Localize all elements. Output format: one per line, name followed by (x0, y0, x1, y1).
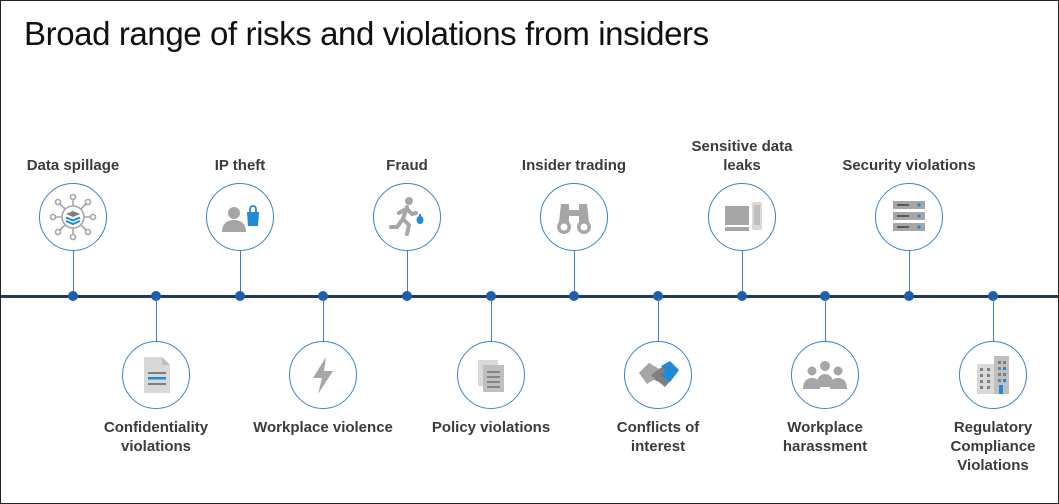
item-label: IP theft (214, 157, 266, 174)
binoculars-icon (540, 183, 608, 251)
connector (909, 251, 910, 293)
connector (73, 251, 74, 293)
timeline-dot (820, 291, 830, 301)
timeline-dot (151, 291, 161, 301)
item-label: Security violations (842, 157, 976, 174)
timeline-dot (569, 291, 579, 301)
connector (993, 298, 994, 343)
timeline-dot (68, 291, 78, 301)
timeline-dot (653, 291, 663, 301)
timeline-dot (402, 291, 412, 301)
item-label: Sensitive data leaks (691, 138, 793, 174)
item-label: Conflicts of interest (616, 419, 700, 455)
devices-icon (708, 183, 776, 251)
connector (574, 251, 575, 293)
connector (407, 251, 408, 293)
connector (491, 298, 492, 343)
buildings-icon (959, 341, 1027, 409)
group-icon (791, 341, 859, 409)
lightning-icon (289, 341, 357, 409)
item-label: Regulatory Compliance Violations (950, 419, 1036, 474)
diagram-title: Broad range of risks and violations from… (24, 15, 709, 52)
connector (156, 298, 157, 343)
item-label: Workplace violence (253, 419, 393, 436)
item-label: Workplace harassment (782, 419, 868, 455)
timeline-dot (235, 291, 245, 301)
item-label: Confidentiality violations (103, 419, 209, 455)
documents-icon (457, 341, 525, 409)
connector (658, 298, 659, 343)
connector (825, 298, 826, 343)
layers-network-icon (39, 183, 107, 251)
handshake-icon (624, 341, 692, 409)
person-bag-icon (206, 183, 274, 251)
timeline-dot (318, 291, 328, 301)
connector (240, 251, 241, 293)
server-icon (875, 183, 943, 251)
running-person-icon (373, 183, 441, 251)
item-label: Policy violations (431, 419, 551, 436)
connector (742, 251, 743, 293)
item-label: Fraud (386, 157, 428, 174)
item-label: Data spillage (26, 157, 120, 174)
document-icon (122, 341, 190, 409)
timeline-dot (904, 291, 914, 301)
item-label: Insider trading (521, 157, 627, 174)
timeline-line (1, 295, 1058, 298)
timeline-dot (737, 291, 747, 301)
timeline-dot (988, 291, 998, 301)
connector (323, 298, 324, 343)
timeline-dot (486, 291, 496, 301)
